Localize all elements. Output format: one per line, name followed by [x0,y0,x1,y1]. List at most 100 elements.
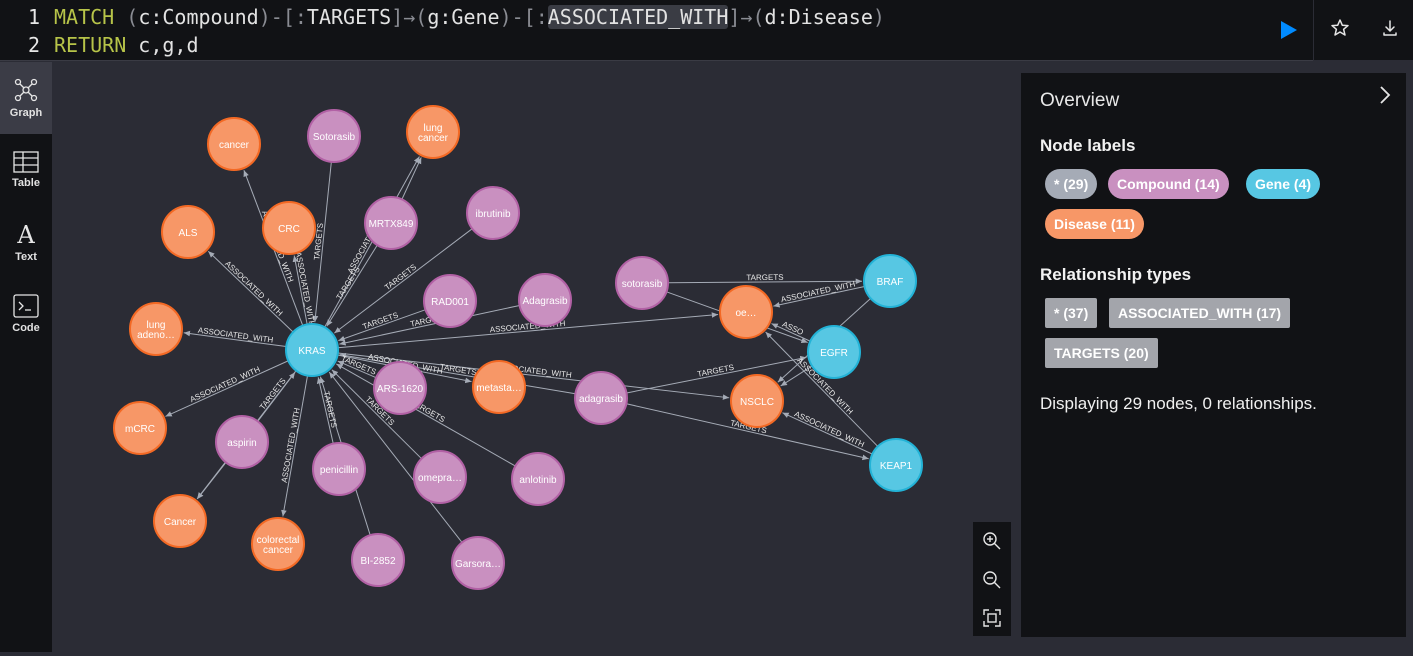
relationship-edge[interactable] [183,330,287,348]
relationship-edge[interactable] [337,352,730,400]
relationship-types-heading: Relationship types [1040,265,1192,284]
relationship-edge[interactable] [312,161,332,323]
node-circle [423,274,477,328]
zoom-controls [973,522,1011,636]
graph-node-disease[interactable]: ALS [161,205,215,259]
rel-type-pill-associated-with[interactable]: ASSOCIATED_WITH (17) [1109,298,1291,328]
graph-node-disease[interactable]: cancer [207,117,261,171]
graph-node-compound[interactable]: sotorasib [615,256,669,310]
relationship-edge[interactable] [257,371,296,422]
relationship-edge[interactable] [782,412,873,455]
relationship-edge[interactable] [339,304,520,346]
graph-node-compound[interactable]: anlotinib [511,452,565,506]
relationship-edge[interactable] [328,371,463,543]
relationship-label: TARGETS [746,273,783,282]
graph-node-disease[interactable]: Cancer [153,494,207,548]
code-token: g:Gene [427,4,500,29]
graph-node-compound[interactable]: adagrasib [574,371,628,425]
node-label: ibrutinib [475,209,510,220]
relationship-edge[interactable] [337,312,719,349]
relationship-edge[interactable] [334,228,473,334]
graph-node-gene[interactable]: EGFR [807,325,861,379]
sidebar-item-text[interactable]: A Text [0,206,52,278]
overview-title: Overview [1040,90,1120,111]
relationship-edge[interactable] [337,360,377,379]
relationship-edge[interactable] [771,323,811,342]
node-label-pill-compound[interactable]: Compound (14) [1108,169,1229,199]
node-label-pill-disease[interactable]: Disease (11) [1045,209,1144,239]
rel-type-pill-all[interactable]: * (37) [1045,298,1098,328]
relationship-edge[interactable] [626,403,869,461]
graph-node-compound[interactable]: Adagrasib [518,273,572,327]
fit-to-screen-button[interactable] [980,606,1004,630]
node-circle [719,285,773,339]
relationship-edge[interactable] [331,369,422,460]
rel-type-pill-targets[interactable]: TARGETS (20) [1045,338,1158,368]
node-circle [518,273,572,327]
node-label-pill-gene[interactable]: Gene (4) [1246,169,1321,199]
graph-node-compound[interactable]: ARS-1620 [373,361,427,415]
graph-node-compound[interactable]: Garsora… [451,536,505,590]
node-circle [262,201,316,255]
sidebar-item-table[interactable]: Table [0,134,52,206]
node-label-pill-all[interactable]: * (29) [1045,169,1098,199]
svg-text:A: A [16,221,35,247]
relationship-edge[interactable] [196,462,227,500]
relationship-edge[interactable] [326,244,378,327]
relationship-edge[interactable] [207,250,294,333]
relationship-edge[interactable] [667,278,863,285]
node-label: EGFR [820,348,848,359]
graph-node-disease[interactable]: NSCLC [730,374,784,428]
run-query-button[interactable] [1274,16,1302,44]
relationship-edge[interactable] [339,352,576,395]
graph-node-compound[interactable]: RAD001 [423,274,477,328]
relationship-edge[interactable] [401,157,422,200]
node-label: adeno… [137,330,175,341]
sidebar-item-code[interactable]: Code [0,278,52,350]
relationship-edge[interactable] [292,255,308,325]
zoom-in-button[interactable] [980,529,1004,553]
relationship-edge[interactable] [165,360,289,417]
relationship-edge[interactable] [338,309,426,342]
graph-node-gene[interactable]: KRAS [285,323,339,377]
zoom-out-button[interactable] [980,568,1004,592]
graph-node-gene[interactable]: BRAF [863,254,917,308]
node-circle [807,325,861,379]
graph-node-compound[interactable]: penicillin [312,442,366,496]
relationship-edge[interactable] [316,377,334,444]
relationship-edge[interactable] [281,375,309,517]
graph-node-compound[interactable]: Sotorasib [307,109,361,163]
graph-node-disease[interactable]: mCRC [113,401,167,455]
relationship-edge[interactable] [336,363,516,467]
relationship-edge[interactable] [765,331,879,447]
graph-node-compound[interactable]: BI-2852 [351,533,405,587]
sidebar-item-graph[interactable]: Graph [0,62,52,134]
node-label: lung [147,320,166,331]
graph-node-disease[interactable]: metasta… [472,360,526,414]
node-circle [307,109,361,163]
graph-node-compound[interactable]: omepra… [413,450,467,504]
code-token: c:Compound [138,4,259,29]
graph-node-compound[interactable]: MRTX849 [364,196,418,250]
graph-node-compound[interactable]: aspirin [215,415,269,469]
graph-node-gene[interactable]: KEAP1 [869,438,923,492]
graph-node-compound[interactable]: ibrutinib [466,186,520,240]
relationship-edge[interactable] [780,365,813,387]
graph-node-disease[interactable]: CRC [262,201,316,255]
relationship-edge[interactable] [773,285,865,308]
node-label: KRAS [298,346,326,357]
graph-node-disease[interactable]: lungadeno… [129,302,183,356]
favorite-button[interactable] [1328,16,1352,40]
relationship-edge[interactable] [626,355,807,394]
download-button[interactable] [1378,16,1402,40]
node-label: RAD001 [431,297,469,308]
graph-node-disease[interactable]: oe… [719,285,773,339]
collapse-panel-button[interactable] [1374,83,1396,107]
